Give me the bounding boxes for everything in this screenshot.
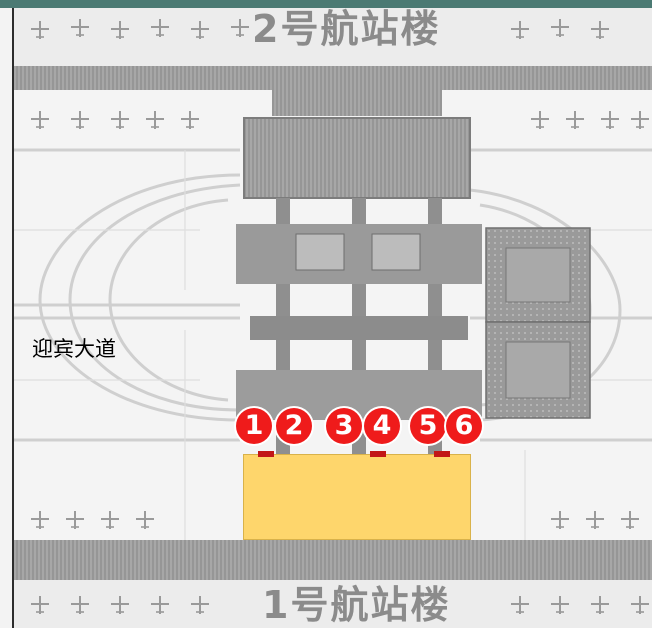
terminal-1-concourse <box>14 540 652 580</box>
entrance-marker-1[interactable]: 1 <box>236 408 272 444</box>
map-left-border <box>12 8 14 628</box>
terminal-2-label: 2号航站楼 <box>252 7 441 51</box>
entrance-marker-3[interactable]: 3 <box>326 408 362 444</box>
entrance-marker-4[interactable]: 4 <box>364 408 400 444</box>
parking-blocks <box>236 224 482 420</box>
road-label: 迎宾大道 <box>32 337 116 361</box>
entrance-tick-4 <box>370 451 386 457</box>
entrance-tick-1 <box>258 451 274 457</box>
window-top-border <box>0 0 652 8</box>
terminal-2-main-hall <box>243 117 471 199</box>
entrance-tick-6 <box>434 451 450 457</box>
terminal-1-label: 1号航站楼 <box>262 583 451 627</box>
entrance-marker-2[interactable]: 2 <box>276 408 312 444</box>
entrance-marker-5[interactable]: 5 <box>410 408 446 444</box>
highlighted-transport-center <box>244 455 470 539</box>
entrance-marker-6[interactable]: 6 <box>446 408 482 444</box>
road-curves <box>14 148 652 442</box>
